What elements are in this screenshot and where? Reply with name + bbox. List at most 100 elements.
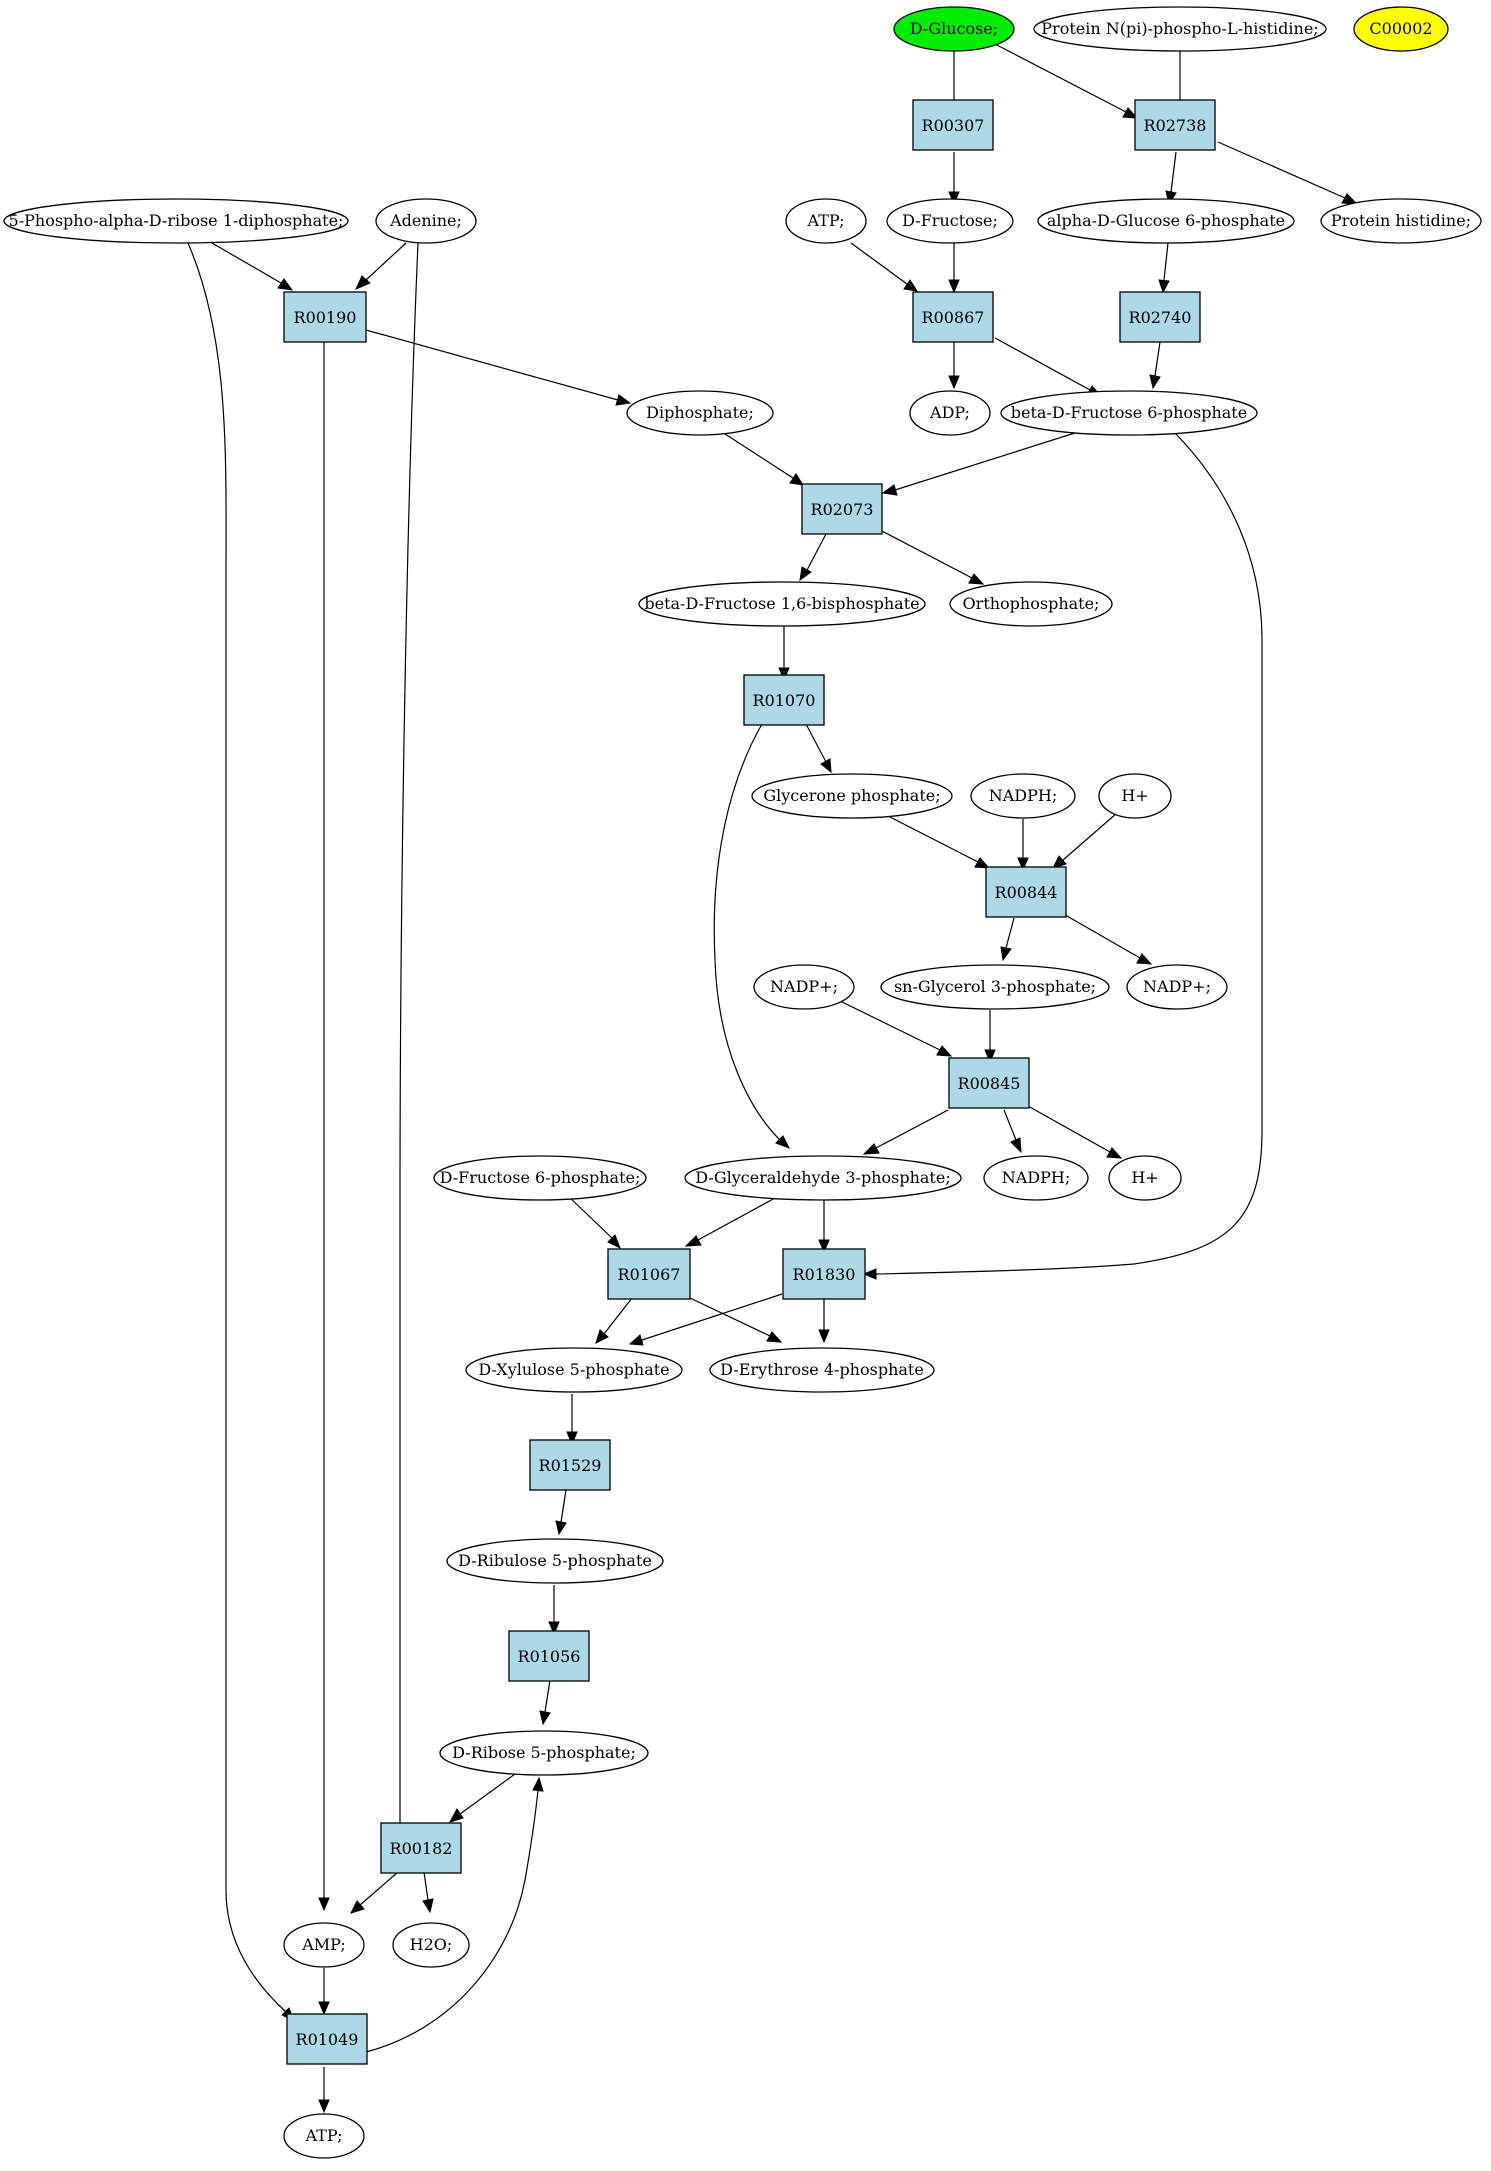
- compound-label: H2O;: [410, 1935, 453, 1954]
- reaction-r02738[interactable]: R02738: [1134, 99, 1216, 151]
- edge-arrowhead: [862, 1143, 880, 1155]
- compound-glycerone-phosphate[interactable]: Glycerone phosphate;: [751, 773, 953, 819]
- reaction-label: R00845: [958, 1074, 1021, 1093]
- compound-label: D-Fructose 6-phosphate;: [440, 1168, 641, 1187]
- compound-label: D-Ribulose 5-phosphate: [458, 1551, 652, 1570]
- edge-arrowhead: [555, 1520, 567, 1536]
- compound-protein-histidine[interactable]: Protein histidine;: [1320, 198, 1482, 244]
- edge-df6p-r01067: [567, 1195, 613, 1239]
- compound-protein-phospho-histidine[interactable]: Protein N(pi)-phospho-L-histidine;: [1033, 6, 1327, 52]
- compound-h2o[interactable]: H2O;: [392, 1922, 470, 1968]
- compound-atp-top[interactable]: ATP;: [785, 198, 867, 244]
- compound-hplus-1[interactable]: H+: [1098, 773, 1172, 819]
- compound-label: D-Glyceraldehyde 3-phosphate;: [695, 1168, 950, 1187]
- compound-label: D-Xylulose 5-phosphate: [478, 1360, 669, 1379]
- edge-arrowhead: [820, 758, 832, 774]
- edge-r01070-dhap: [805, 723, 827, 763]
- reaction-r00844[interactable]: R00844: [985, 866, 1067, 918]
- reaction-r01070[interactable]: R01070: [743, 674, 825, 726]
- compound-d-xylulose-5-phosphate[interactable]: D-Xylulose 5-phosphate: [465, 1347, 683, 1393]
- reaction-r01049[interactable]: R01049: [286, 2013, 368, 2065]
- compound-d-glyceraldehyde-3-phosphate[interactable]: D-Glyceraldehyde 3-phosphate;: [684, 1155, 962, 1201]
- edge-r00190-diphosphate: [365, 329, 619, 401]
- reaction-r01067[interactable]: R01067: [607, 1248, 691, 1300]
- compound-adenine[interactable]: Adenine;: [375, 198, 477, 244]
- reaction-r02073[interactable]: R02073: [801, 483, 883, 535]
- edge-arrowhead: [1122, 107, 1139, 119]
- edge-arrowhead: [1149, 374, 1161, 390]
- edge-arrowhead: [628, 1334, 644, 1346]
- edge-arrowhead: [422, 1898, 434, 1914]
- edge-arrowhead: [277, 278, 294, 291]
- edge-r02073-betafbp: [806, 533, 827, 571]
- compound-d-ribose-5-phosphate[interactable]: D-Ribose 5-phosphate;: [439, 1730, 649, 1776]
- edge-r00845-nadph2: [1003, 1109, 1017, 1141]
- compound-d-glucose[interactable]: D-Glucose;: [893, 6, 1015, 52]
- compound-d-erythrose-4-phosphate[interactable]: D-Erythrose 4-phosphate: [709, 1347, 935, 1393]
- compound-d-fructose[interactable]: D-Fructose;: [886, 198, 1014, 244]
- compound-label: C00002: [1369, 19, 1432, 38]
- compound-beta-d-fructose-1-6-bisphosphate[interactable]: beta-D-Fructose 1,6-bisphosphate: [638, 581, 926, 627]
- edge-gap-r01067: [697, 1197, 776, 1241]
- edge-r00844-nadpright: [1059, 911, 1141, 959]
- edge-r00182-amp: [359, 1871, 399, 1906]
- edge-arrowhead: [948, 191, 960, 206]
- edge-arrowhead: [318, 1897, 330, 1912]
- edge-r02073-orthophosphate: [879, 529, 973, 579]
- compound-alpha-d-glucose-6-phosphate[interactable]: alpha-D-Glucose 6-phosphate: [1037, 198, 1295, 244]
- edge-arrowhead: [1017, 857, 1029, 872]
- compound-label: D-Glucose;: [910, 19, 998, 38]
- edge-r02738-alphaglc6p: [1170, 151, 1177, 193]
- compound-nadph-1[interactable]: NADPH;: [970, 773, 1076, 819]
- edge-arrowhead: [818, 1239, 830, 1254]
- compound-beta-d-fructose-6-phosphate[interactable]: beta-D-Fructose 6-phosphate: [1000, 390, 1258, 436]
- compound-hplus-2[interactable]: H+: [1108, 1155, 1182, 1201]
- edge-arrowhead: [350, 1900, 365, 1914]
- compound-label: NADP+;: [1143, 977, 1211, 996]
- reaction-r00182[interactable]: R00182: [380, 1822, 462, 1874]
- compound-diphosphate[interactable]: Diphosphate;: [626, 390, 774, 436]
- reaction-r02740[interactable]: R02740: [1119, 291, 1201, 343]
- reaction-r01830[interactable]: R01830: [782, 1248, 866, 1300]
- reaction-label: R02740: [1129, 308, 1192, 327]
- edge-arrowhead: [766, 1331, 783, 1343]
- edge-r02740-betaf6p: [1154, 341, 1161, 377]
- reaction-r00845[interactable]: R00845: [948, 1057, 1030, 1109]
- edge-dhap-r00844: [889, 816, 979, 863]
- compound-c00002[interactable]: C00002: [1353, 6, 1449, 52]
- compound-label: H+: [1121, 786, 1148, 805]
- compound-amp[interactable]: AMP;: [283, 1922, 365, 1968]
- compound-prpp[interactable]: 5-Phospho-alpha-D-ribose 1-diphosphate;: [3, 198, 349, 244]
- compound-label: D-Fructose;: [902, 211, 998, 230]
- edge-r00844-sng3p: [1005, 917, 1015, 949]
- compound-orthophosphate[interactable]: Orthophosphate;: [949, 581, 1113, 627]
- edge-atp-r00867: [850, 242, 908, 285]
- edge-dglucose-r02738: [994, 43, 1127, 113]
- compound-adp[interactable]: ADP;: [909, 390, 991, 436]
- compound-atp-bottom[interactable]: ATP;: [283, 2113, 365, 2159]
- reaction-r01056[interactable]: R01056: [508, 1630, 590, 1682]
- reaction-label: R01067: [618, 1265, 681, 1284]
- compound-label: beta-D-Fructose 1,6-bisphosphate: [644, 594, 919, 613]
- reaction-label: R00182: [390, 1839, 453, 1858]
- edges: [187, 43, 1359, 2114]
- compound-sn-glycerol-3-phosphate[interactable]: sn-Glycerol 3-phosphate;: [880, 964, 1110, 1010]
- reaction-r00867[interactable]: R00867: [912, 291, 994, 343]
- reaction-r01529[interactable]: R01529: [529, 1439, 611, 1491]
- compound-d-fructose-6-phosphate[interactable]: D-Fructose 6-phosphate;: [433, 1155, 647, 1201]
- reaction-r00307[interactable]: R00307: [912, 99, 994, 151]
- compound-label: 5-Phospho-alpha-D-ribose 1-diphosphate;: [9, 211, 344, 230]
- compound-label: beta-D-Fructose 6-phosphate: [1011, 403, 1247, 422]
- edge-arrowhead: [881, 484, 898, 496]
- compound-label: H+: [1131, 1168, 1158, 1187]
- compound-nadph-2[interactable]: NADPH;: [983, 1155, 1089, 1201]
- reaction-label: R00190: [294, 308, 357, 327]
- compound-label: sn-Glycerol 3-phosphate;: [894, 977, 1096, 996]
- edge-r01067-e4p: [689, 1297, 771, 1337]
- compound-d-ribulose-5-phosphate[interactable]: D-Ribulose 5-phosphate: [446, 1538, 664, 1584]
- compound-label: AMP;: [301, 1935, 346, 1954]
- compound-label: D-Ribose 5-phosphate;: [452, 1743, 636, 1762]
- reaction-r00190[interactable]: R00190: [283, 291, 367, 343]
- compound-nadp-right[interactable]: NADP+;: [1126, 964, 1228, 1010]
- compound-nadp-left[interactable]: NADP+;: [753, 964, 855, 1010]
